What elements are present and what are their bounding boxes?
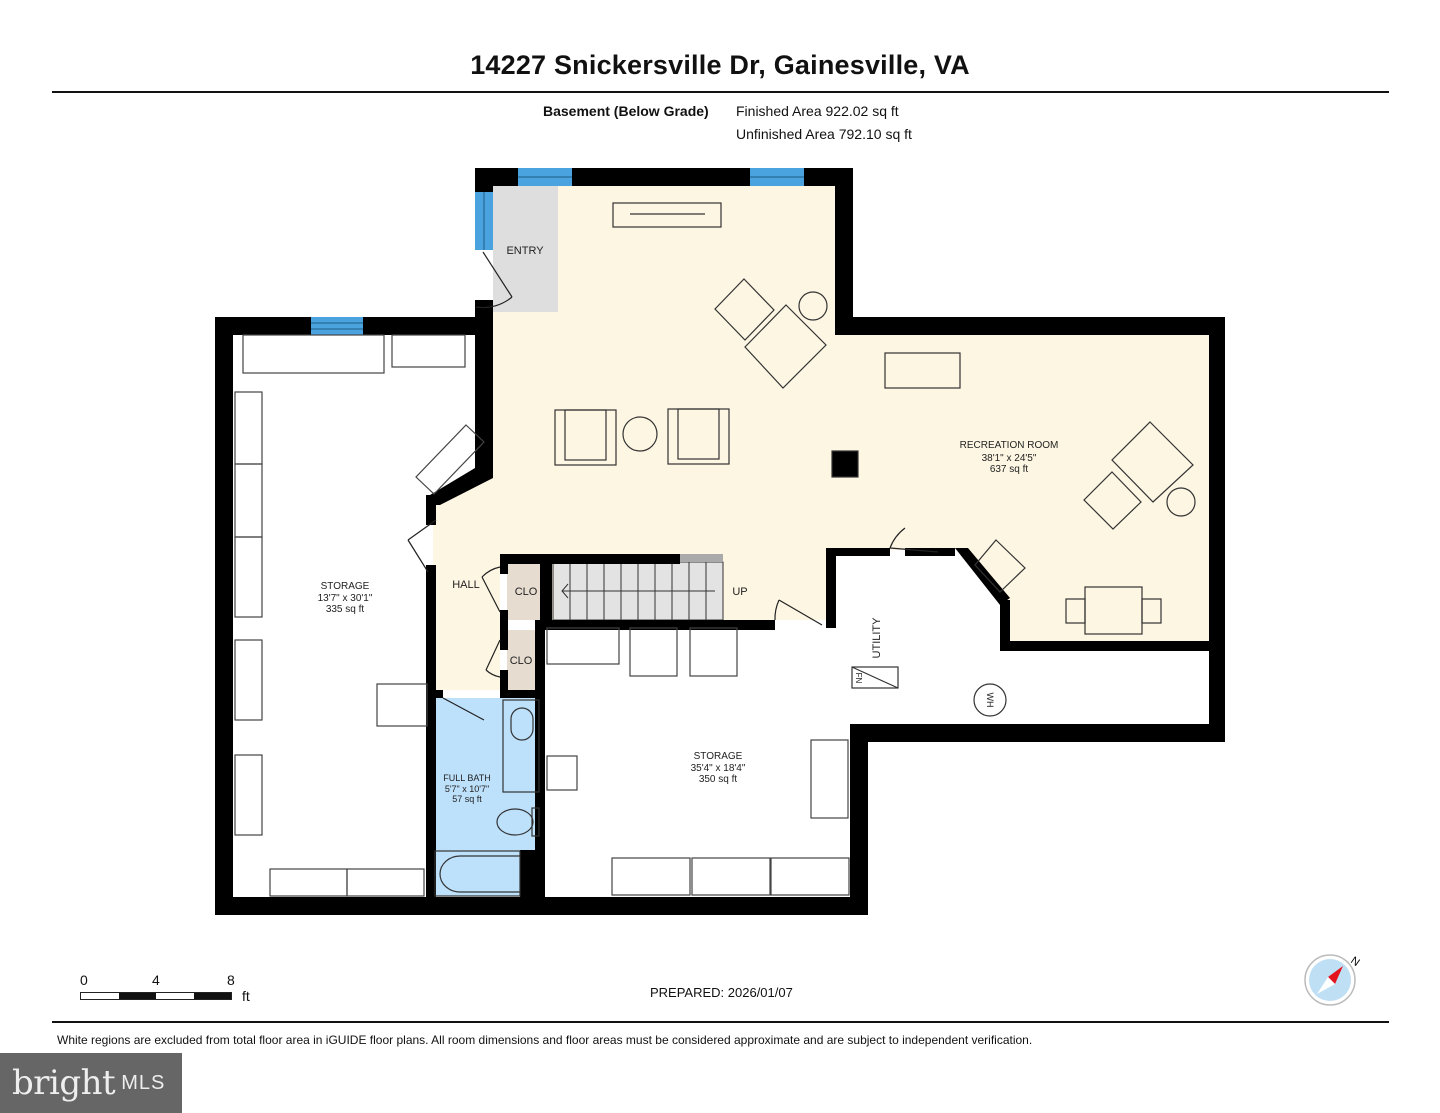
prepared-date: PREPARED: 2026/01/07 bbox=[650, 985, 793, 1000]
utility-fixtures bbox=[851, 666, 1007, 717]
windows bbox=[311, 168, 804, 335]
entry-area bbox=[493, 186, 558, 312]
finished-area: Finished Area 922.02 sq ft bbox=[736, 103, 899, 119]
brand-name: bright bbox=[12, 1063, 116, 1103]
property-address-title: 14227 Snickersville Dr, Gainesville, VA bbox=[470, 50, 970, 80]
closet-lower-label: CLO bbox=[510, 655, 533, 667]
storage-south-label: STORAGE bbox=[694, 751, 743, 762]
north-compass: N bbox=[1300, 948, 1362, 1013]
closet-upper-fill bbox=[507, 564, 542, 620]
scale-unit: ft bbox=[242, 988, 250, 1004]
scale-tick-0: 0 bbox=[80, 972, 88, 988]
storage-west-dims: 13'7" x 30'1" bbox=[318, 593, 373, 604]
storage-south-shelving bbox=[546, 627, 850, 896]
water-heater-label: WH bbox=[985, 693, 995, 708]
compass-icon: N bbox=[1304, 954, 1362, 1006]
entry-label: ENTRY bbox=[506, 245, 544, 257]
storage-south-area: 350 sq ft bbox=[699, 774, 738, 785]
door-swings bbox=[407, 251, 939, 721]
stairs-up-label: UP bbox=[732, 586, 747, 598]
water-heater bbox=[973, 683, 1007, 717]
recreation-room-label: RECREATION ROOM bbox=[960, 440, 1059, 451]
furnace-label: FN bbox=[854, 673, 863, 684]
disclaimer-text: White regions are excluded from total fl… bbox=[57, 1033, 1033, 1047]
brand-sub: MLS bbox=[121, 1071, 166, 1094]
storage-south-dims: 35'4" x 18'4" bbox=[691, 763, 746, 774]
closet-lower-fill bbox=[507, 630, 535, 690]
storage-west-label: STORAGE bbox=[321, 581, 370, 592]
scale-tick-8: 8 bbox=[227, 972, 235, 988]
furniture bbox=[554, 202, 1196, 635]
storage-west-shelving bbox=[234, 334, 485, 897]
furnace bbox=[851, 666, 899, 689]
bright-mls-logo: bright MLS bbox=[0, 1053, 182, 1113]
storage-west-area: 335 sq ft bbox=[326, 604, 365, 615]
scale-tick-4: 4 bbox=[152, 972, 160, 988]
level-label: Basement (Below Grade) bbox=[543, 103, 709, 119]
unfinished-area: Unfinished Area 792.10 sq ft bbox=[736, 126, 912, 142]
footer-divider bbox=[52, 1021, 1389, 1023]
scale-bar-graphic bbox=[80, 992, 232, 1000]
header-divider bbox=[52, 91, 1389, 93]
support-column bbox=[831, 450, 859, 478]
full-bath-dims: 5'7" x 10'7" bbox=[445, 784, 489, 794]
full-bath-label: FULL BATH bbox=[443, 773, 491, 783]
closet-upper-label: CLO bbox=[515, 586, 538, 598]
hall-label: HALL bbox=[452, 579, 480, 591]
bath-fixtures bbox=[434, 699, 540, 897]
recreation-room-dims: 38'1" x 24'5" bbox=[982, 453, 1037, 464]
utility-label: UTILITY bbox=[871, 617, 883, 659]
window bbox=[311, 317, 363, 335]
full-bath-area: 57 sq ft bbox=[452, 794, 482, 804]
recreation-room-area: 637 sq ft bbox=[990, 464, 1029, 475]
